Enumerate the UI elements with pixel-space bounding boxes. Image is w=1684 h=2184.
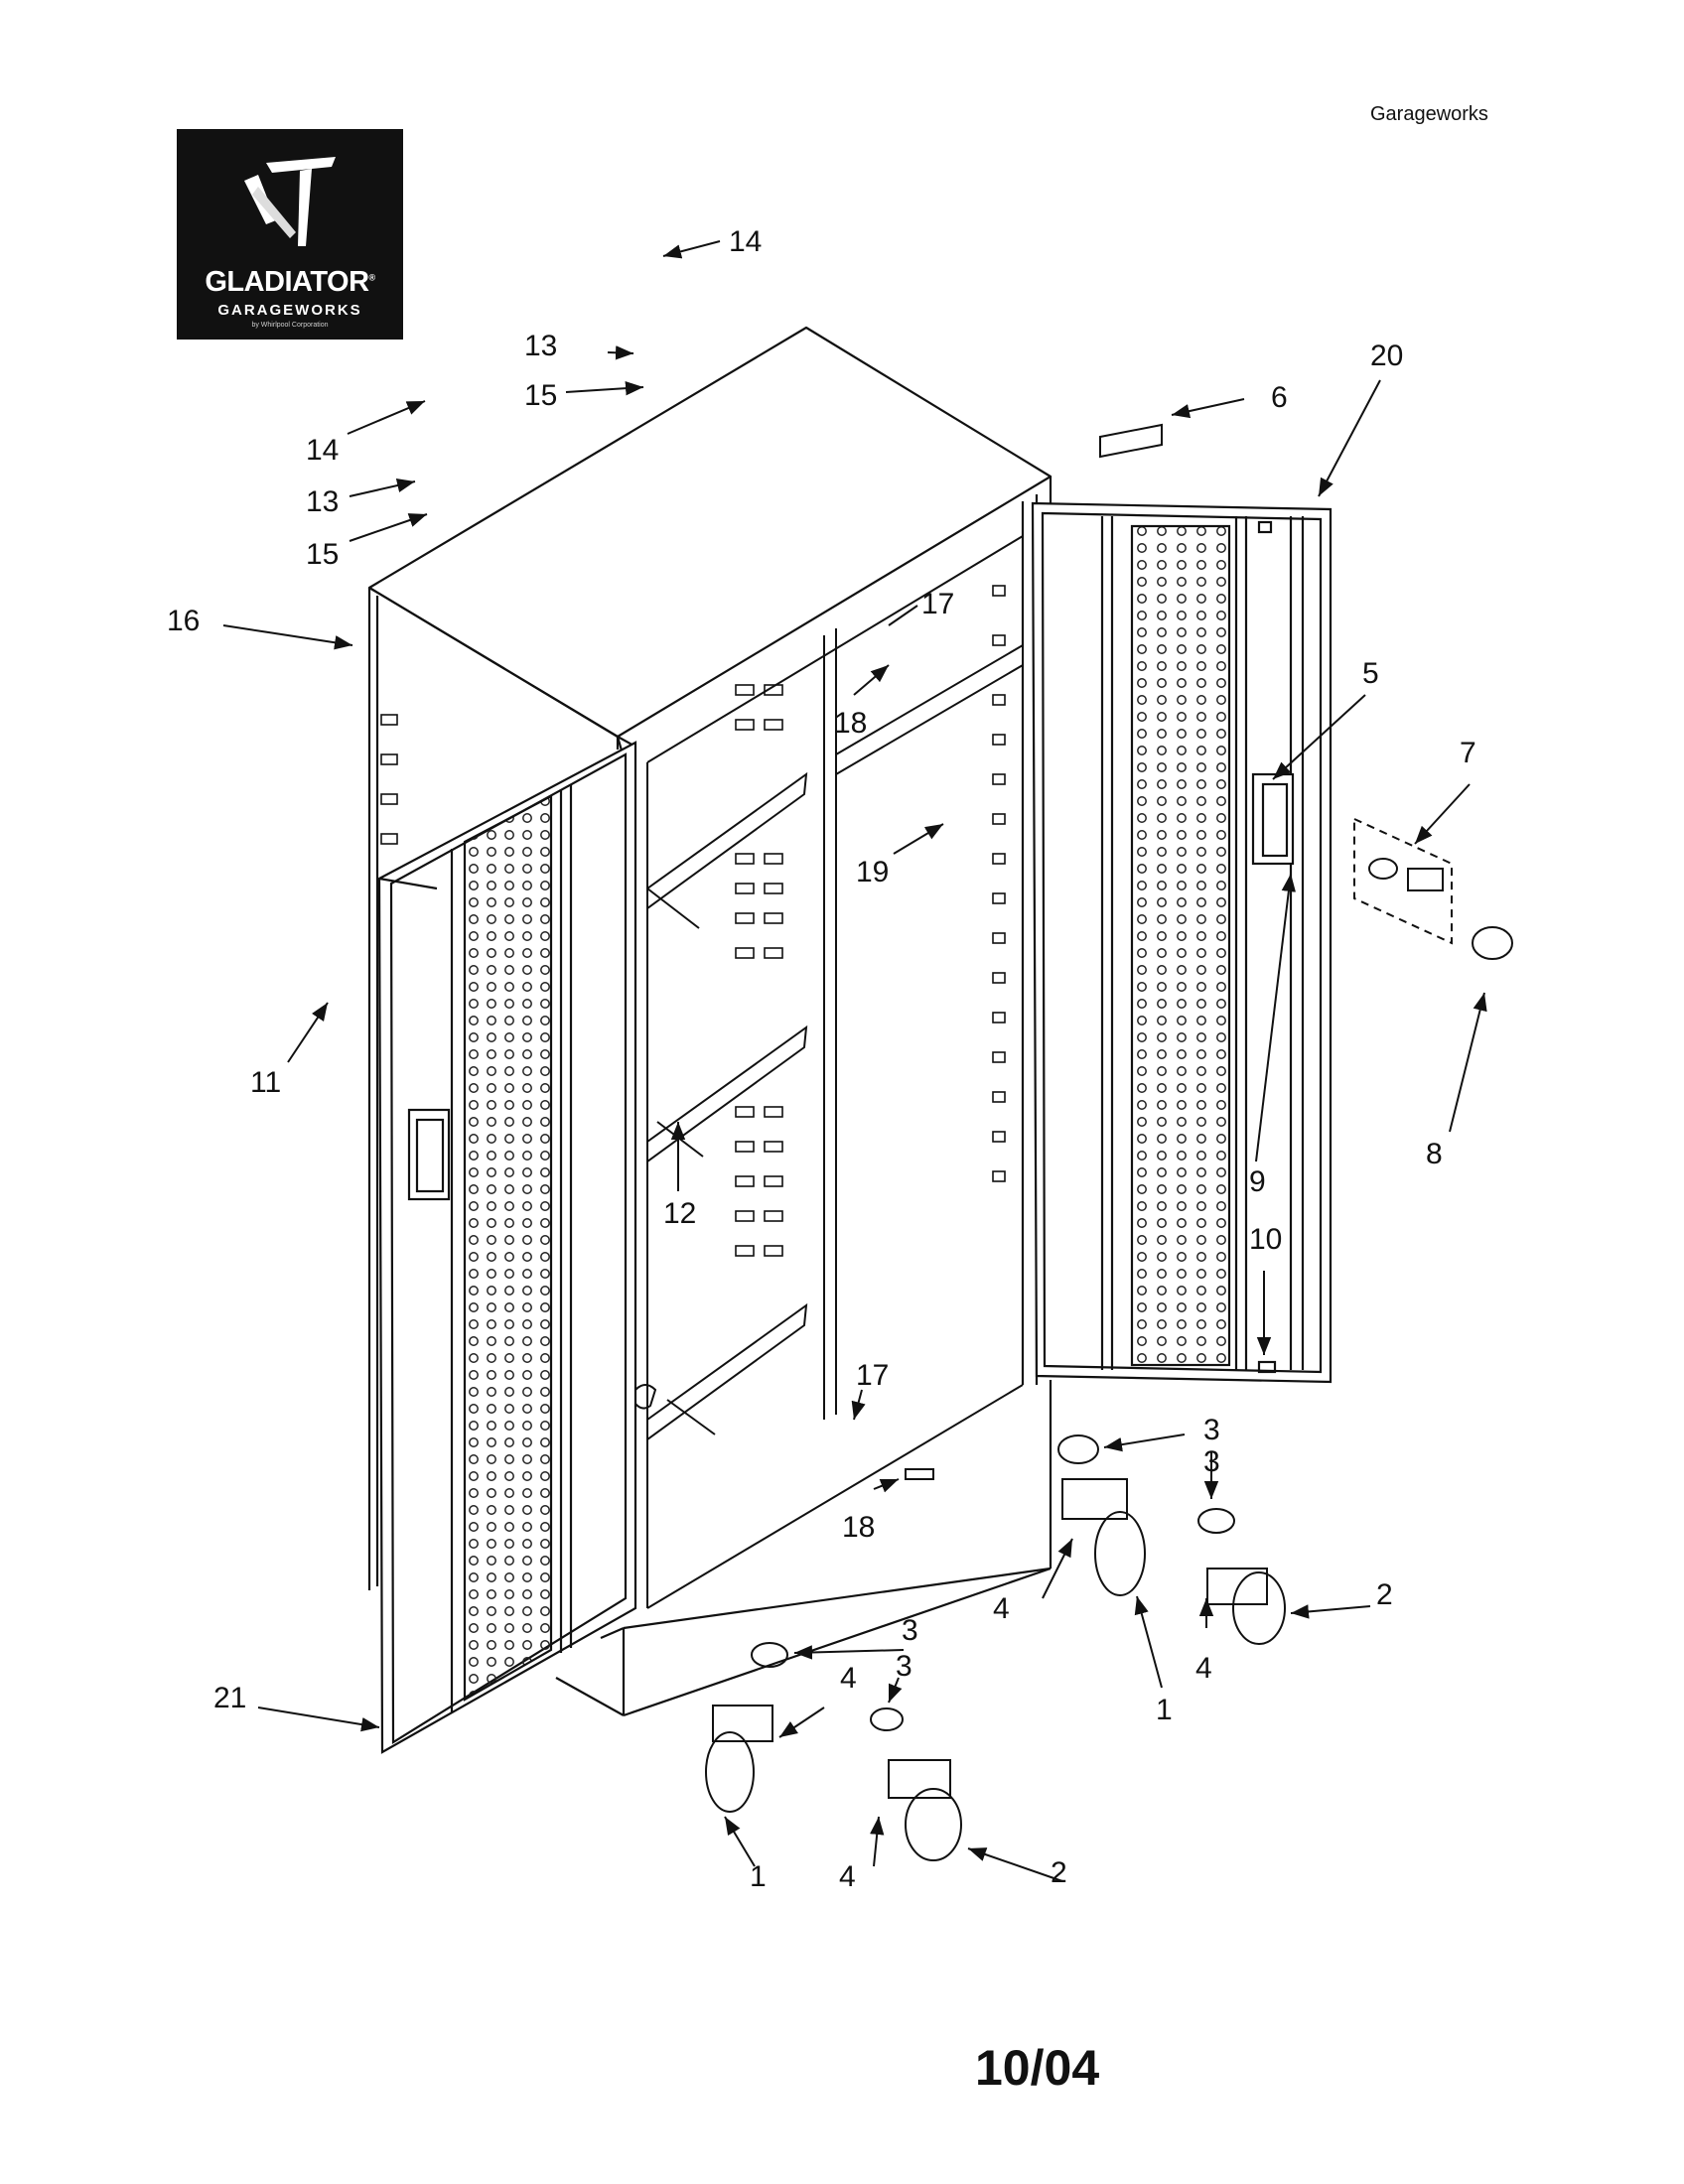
callout-label: 17 <box>921 588 954 620</box>
callout-label: 14 <box>306 434 339 467</box>
gladiator-logo: GLADIATOR® GARAGEWORKS by Whirlpool Corp… <box>177 129 403 340</box>
logo-wordmark: GLADIATOR® <box>205 266 375 298</box>
date-code: 10/04 <box>975 2040 1100 2096</box>
logo-blade-icon <box>244 157 336 246</box>
left-door <box>377 741 637 1754</box>
callout-label: 4 <box>840 1662 857 1695</box>
callout-label: 4 <box>1195 1652 1212 1685</box>
callout-label: 15 <box>524 379 557 412</box>
callout-label: 3 <box>1203 1445 1220 1478</box>
callout-label: 6 <box>1271 381 1288 414</box>
logo-subline: GARAGEWORKS <box>217 302 362 319</box>
callout-label: 1 <box>750 1860 767 1893</box>
right-door <box>1031 501 1333 1384</box>
callout-label: 10 <box>1249 1223 1282 1256</box>
callout-label: 19 <box>856 856 889 888</box>
callout-label: 4 <box>839 1860 856 1893</box>
callout-label: 9 <box>1249 1165 1266 1198</box>
callout-label: 14 <box>729 225 762 258</box>
callout-label: 3 <box>896 1650 912 1683</box>
cabinet-interior <box>380 535 1024 1609</box>
callout-label: 21 <box>213 1682 246 1714</box>
brand-name: Garageworks <box>1370 103 1488 125</box>
callout-label: 18 <box>834 707 867 740</box>
callout-label: 7 <box>1460 737 1476 769</box>
callout-label: 2 <box>1051 1856 1067 1889</box>
callout-label: 5 <box>1362 657 1379 690</box>
callout-leaders <box>222 240 1487 1882</box>
callout-label: 2 <box>1376 1578 1393 1611</box>
callout-label: 12 <box>663 1197 696 1230</box>
callout-label: 8 <box>1426 1138 1443 1170</box>
callout-label: 16 <box>167 605 200 637</box>
callout-label: 15 <box>306 538 339 571</box>
callout-label: 3 <box>1203 1414 1220 1446</box>
callout-label: 20 <box>1370 340 1403 372</box>
callout-label: 18 <box>842 1511 875 1544</box>
hardware-parts <box>634 423 1513 1861</box>
callout-label: 3 <box>902 1614 918 1647</box>
callout-label: 4 <box>993 1592 1010 1625</box>
callout-labels: 14 13 15 14 13 15 16 6 20 17 18 5 7 19 9… <box>167 225 1476 1893</box>
callout-label: 11 <box>250 1066 281 1099</box>
callout-label: 13 <box>524 330 557 362</box>
logo-tagline: by Whirlpool Corporation <box>251 322 329 329</box>
callout-label: 13 <box>306 485 339 518</box>
callout-label: 1 <box>1156 1694 1173 1726</box>
callout-label: 17 <box>856 1359 889 1392</box>
